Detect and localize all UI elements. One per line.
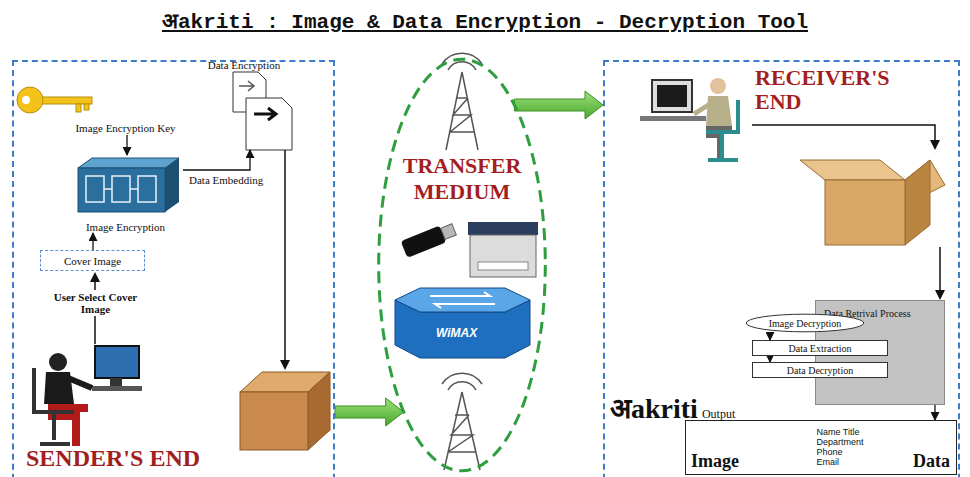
step-caption: User Select Cover Image	[48, 290, 143, 316]
printer-top	[468, 222, 538, 235]
output-box: Image Name Title Department Phone EmailDa…	[685, 420, 957, 475]
key-tooth	[76, 104, 81, 112]
chair	[706, 100, 738, 160]
person-torso	[706, 96, 732, 126]
tower-lattice	[446, 72, 478, 150]
desk	[640, 116, 706, 121]
monitor-screen	[657, 85, 687, 107]
person-head	[49, 353, 67, 371]
key-tooth	[84, 104, 89, 110]
monitor-stand	[110, 378, 122, 386]
chair	[34, 368, 74, 444]
node-text: SENDER'S END	[26, 445, 200, 472]
box-side	[308, 372, 330, 450]
node-text: Cover Image	[64, 255, 121, 267]
signal-arcs	[442, 373, 482, 390]
box-side	[905, 160, 930, 245]
connector-line	[92, 233, 93, 250]
retrieval-process-box: Data Retrival ProcessImage DecryptionDat…	[815, 300, 945, 405]
node-text: Data Decryption	[787, 365, 853, 376]
flow-arrow	[514, 91, 603, 119]
document-icons	[233, 72, 292, 150]
leader-line	[752, 125, 935, 148]
node-text: Image Encryption	[86, 221, 165, 233]
monitor	[652, 80, 692, 112]
connector-line	[934, 405, 935, 420]
sender-person	[34, 346, 142, 446]
keyboard	[92, 386, 142, 391]
person-arm	[68, 378, 92, 388]
ellipse-shape	[379, 59, 546, 471]
node-text: TRANSFER MEDIUM	[377, 153, 547, 205]
cube-side	[165, 158, 179, 212]
page-icon	[246, 98, 292, 150]
key-caption: Image Encryption Key	[58, 118, 193, 135]
page-arrow	[239, 81, 254, 91]
wimax-device	[395, 288, 530, 358]
process-box: Data Decryption	[752, 362, 888, 378]
flow-arrow	[335, 398, 404, 426]
package-box	[240, 372, 330, 450]
key-bow	[17, 87, 43, 113]
transfer-ellipse: TRANSFER MEDIUM	[377, 55, 547, 475]
connector-line	[769, 332, 770, 340]
tower-top	[442, 53, 482, 150]
device-label: WiMAX	[436, 326, 477, 340]
page-arrow	[254, 108, 276, 120]
cube-sketch	[86, 176, 156, 202]
usb-plug	[441, 224, 457, 240]
hex-top	[395, 288, 530, 312]
printer-body	[470, 235, 536, 277]
printer-tray	[478, 262, 528, 270]
cube-top	[78, 158, 179, 168]
cube-front	[78, 168, 165, 212]
encryption-cube	[78, 158, 179, 212]
data-encryption-node: Data Encryption	[195, 55, 305, 150]
diagram-title: अakriti : Image & Data Encryption - Decr…	[0, 6, 970, 34]
node-detail: Name Title Department Phone Email	[816, 427, 863, 467]
ellipse-shape	[746, 314, 864, 332]
printer	[468, 222, 538, 277]
switch-arrows	[430, 292, 495, 308]
process-box: Data Extraction	[752, 340, 888, 356]
connector-line	[183, 150, 250, 170]
leader-line	[284, 150, 286, 368]
person-arm	[694, 104, 710, 114]
logo-text: अakriti	[610, 388, 698, 426]
decryption-ellipse: Image Decryption	[745, 314, 865, 332]
node-text: Image Decryption	[769, 318, 841, 329]
node-text: RECEIVER'S END	[755, 66, 895, 114]
output-caption: Output	[702, 407, 735, 422]
usb-body	[401, 225, 447, 257]
key-icon	[17, 87, 92, 113]
tower-bottom	[442, 373, 482, 470]
ellipse-outline	[377, 55, 547, 475]
usb-stick	[401, 221, 458, 258]
leader-line	[939, 247, 941, 298]
box-front	[240, 392, 308, 450]
encryption-cube-node: Image Encryption	[68, 155, 183, 233]
open-box	[800, 160, 945, 245]
tower-lattice	[444, 392, 480, 470]
receiver-person	[640, 78, 738, 162]
node-text: Image Encryption Key	[75, 122, 175, 134]
person-head	[710, 78, 726, 94]
node-text: Data Encryption	[208, 59, 280, 71]
box-flap	[800, 160, 905, 180]
node-text: Data Extraction	[788, 343, 851, 354]
key-hole	[22, 96, 30, 104]
node-detail: Data	[913, 451, 950, 472]
box-front	[825, 180, 905, 245]
monitor	[95, 346, 139, 378]
sender-panel: SENDER'S END Image Encryption Key Data Enc…	[12, 60, 335, 477]
cover-image-box: Cover Image	[40, 250, 145, 271]
edge-label: Data Embedding	[189, 174, 263, 186]
key-shaft	[38, 97, 92, 104]
connector-line	[126, 135, 127, 155]
node-text: Image	[691, 451, 739, 472]
